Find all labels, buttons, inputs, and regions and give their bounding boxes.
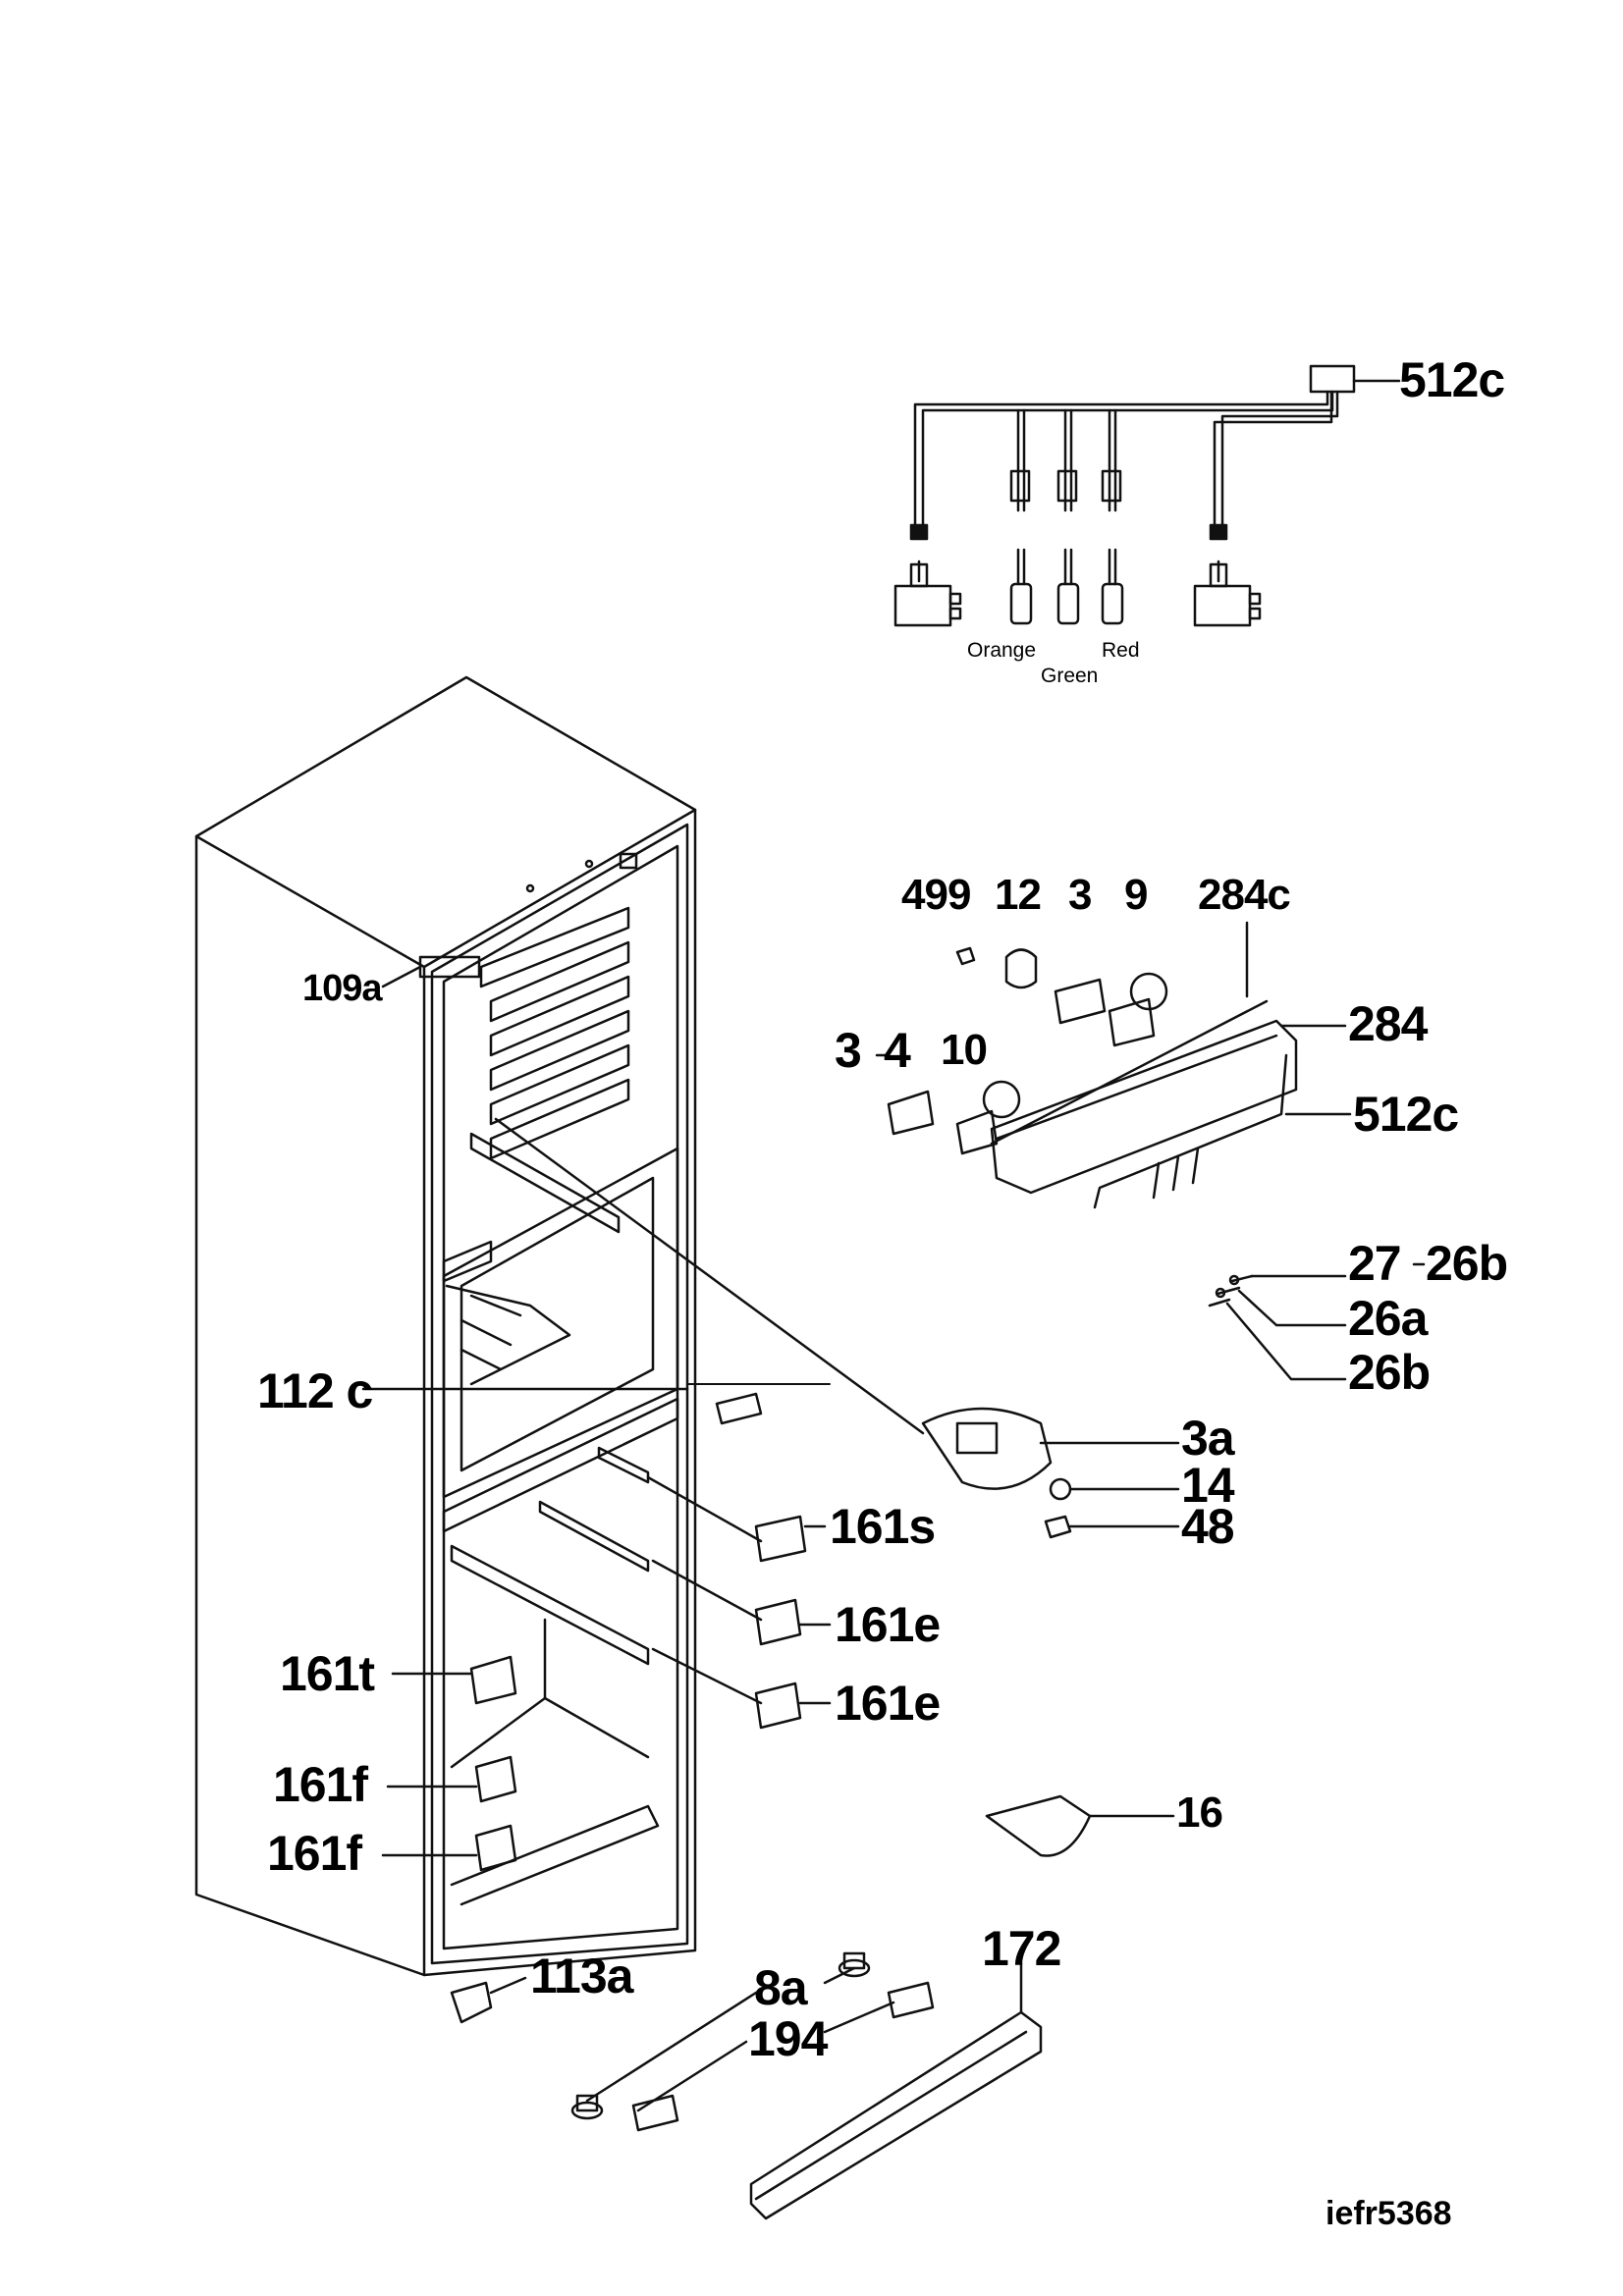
callout-161f-top: 161f [273, 1757, 368, 1812]
callout-112c: 112 c [257, 1363, 373, 1418]
part-161f-bottom [474, 1824, 517, 1872]
callout-512c-mid: 512c [1353, 1087, 1459, 1142]
part-112c [715, 1392, 763, 1425]
callout-284: 284 [1348, 996, 1428, 1051]
callout-194: 194 [748, 2011, 828, 2066]
callout-499: 499 [901, 871, 971, 919]
wiring-harness [893, 364, 1356, 627]
callout-26a: 26a [1348, 1291, 1428, 1346]
part-499 [955, 946, 976, 966]
harness-512c-mid [1093, 1053, 1288, 1209]
part-3-left [887, 1090, 935, 1136]
callout-161t: 161t [280, 1646, 375, 1701]
callout-14: 14 [1181, 1458, 1235, 1513]
part-113a [450, 1981, 493, 2024]
control-housing-assembly [887, 946, 1298, 1209]
lamp-housing-3a [921, 1407, 1072, 1539]
harness-connector [1309, 364, 1356, 394]
callout-9: 9 [1124, 871, 1149, 919]
part-161t [469, 1655, 517, 1705]
callout-109a: 109a [302, 968, 383, 1009]
wire-label-red: Red [1102, 639, 1140, 662]
part-161e-bottom [754, 1682, 802, 1730]
control-housing-284 [990, 1019, 1298, 1195]
part-10-thermostat [955, 1109, 999, 1155]
callout-161f-bottom: 161f [267, 1826, 362, 1881]
wire-label-orange: Orange [967, 639, 1037, 662]
callout-27: 27 [1348, 1236, 1402, 1291]
callout-113a: 113a [530, 1949, 633, 2003]
callout-8a: 8a [754, 1960, 808, 2015]
fridge-cabinet [194, 675, 697, 1977]
screws-26-27 [1208, 1274, 1254, 1308]
callout-3-left: 3 [835, 1023, 862, 1078]
callout-512c-top: 512c [1399, 352, 1505, 407]
wire-label-green: Green [1041, 665, 1099, 687]
callout-4: 4 [884, 1023, 911, 1078]
callout-26b-top: 26b [1426, 1236, 1508, 1291]
part-16-cover [985, 1794, 1092, 1857]
part-161f-top [474, 1755, 517, 1803]
fridge-shelves [469, 906, 630, 1234]
part-161e-top [754, 1598, 802, 1646]
part-161s [754, 1515, 807, 1563]
callout-172: 172 [982, 1921, 1061, 1976]
callout-161e-top: 161e [835, 1597, 941, 1652]
callout-3-top: 3 [1068, 871, 1093, 919]
part-3-top [1054, 978, 1107, 1025]
trim-strip-284c [990, 999, 1269, 1146]
callout-3a: 3a [1181, 1411, 1235, 1466]
callout-48: 48 [1181, 1499, 1235, 1554]
callout-284c: 284c [1198, 871, 1291, 919]
callout-10: 10 [941, 1026, 988, 1074]
part-9-thermostat [1108, 997, 1156, 1047]
callout-161s: 161s [830, 1499, 936, 1554]
part-12-knob [1004, 948, 1038, 989]
callout-16: 16 [1176, 1789, 1223, 1837]
callout-161e-bottom: 161e [835, 1676, 941, 1731]
callout-26b-bottom: 26b [1348, 1345, 1431, 1400]
drawing-reference: iefr5368 [1325, 2195, 1452, 2232]
callout-12: 12 [995, 871, 1042, 919]
